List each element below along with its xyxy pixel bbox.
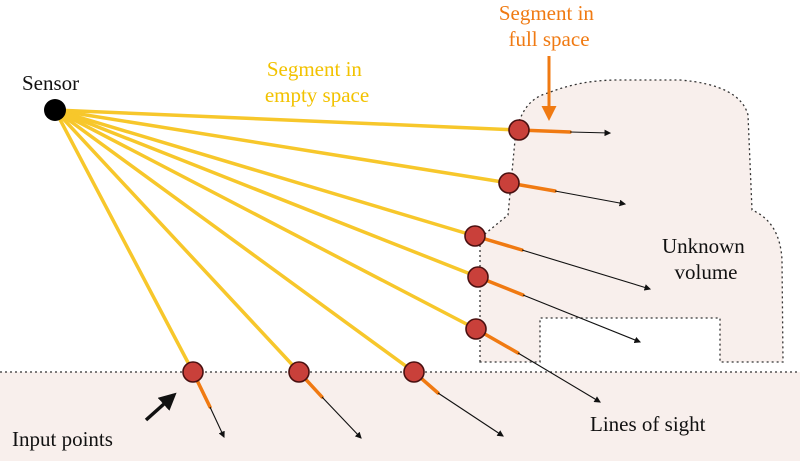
lines-of-sight — [209, 129, 652, 439]
sight-line-2 — [554, 190, 627, 207]
input-points-pointer-arrow — [144, 392, 177, 422]
sensor-label: Sensor — [22, 71, 79, 95]
ray-empty-4 — [53, 108, 480, 279]
unknown-volume-label-line1: Unknown — [662, 234, 745, 258]
ray-empty-1 — [53, 108, 521, 132]
input-point-5 — [465, 318, 487, 340]
ray-empty-2 — [53, 108, 511, 185]
empty-segment-label-line2: empty space — [265, 83, 369, 107]
unknown-volume-label: Unknown volume — [662, 234, 750, 284]
input-point-8 — [182, 361, 204, 383]
sight-line-5 — [517, 352, 601, 403]
input-points — [182, 119, 530, 383]
ground-region — [0, 372, 800, 461]
input-point-1 — [508, 119, 530, 141]
input-point-7 — [288, 361, 310, 383]
full-segment-label: Segment in full space — [499, 1, 599, 51]
full-segment-label-line1: Segment in — [499, 1, 595, 25]
unknown-volume-shape — [479, 79, 784, 363]
input-point-3 — [464, 225, 486, 247]
sight-line-4 — [522, 294, 642, 344]
ray-empty-7 — [53, 108, 301, 374]
full-segment-label-line2: full space — [508, 27, 589, 51]
sight-line-8 — [209, 406, 225, 438]
input-point-6 — [403, 361, 425, 383]
input-points-label: Input points — [12, 427, 113, 451]
empty-segment-label-line1: Segment in — [267, 57, 363, 81]
sight-line-6 — [437, 392, 504, 437]
ray-empty-8 — [53, 108, 195, 374]
input-point-2 — [498, 172, 520, 194]
unknown-volume-label-line2: volume — [675, 260, 738, 284]
sight-line-7 — [321, 396, 362, 439]
ray-empty-6 — [53, 108, 416, 374]
ray-empty-3 — [53, 108, 477, 238]
empty-space-segments — [53, 108, 521, 374]
lines-of-sight-label: Lines of sight — [590, 412, 706, 436]
ray-empty-5 — [53, 108, 478, 331]
input-point-4 — [467, 266, 489, 288]
sight-line-3 — [521, 249, 652, 291]
empty-segment-label: Segment in empty space — [265, 57, 369, 107]
sensor-dot — [44, 99, 66, 121]
sight-line-1 — [569, 129, 612, 137]
